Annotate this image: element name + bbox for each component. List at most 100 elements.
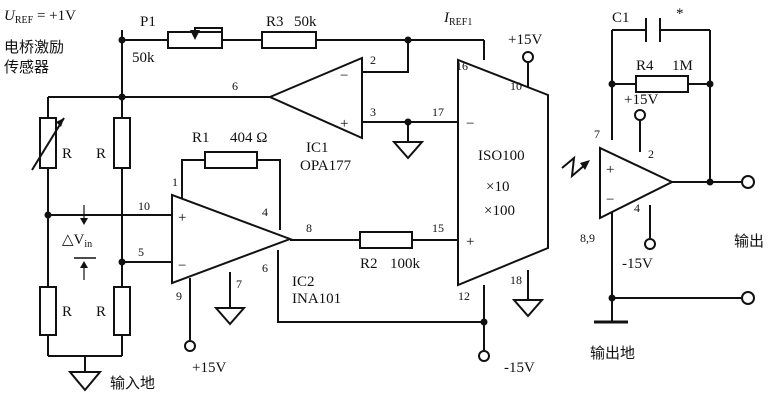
pin-number: 6 (232, 79, 238, 93)
ic2-ina101 (171, 193, 293, 285)
junction-dots (44, 36, 714, 326)
ina-plus15: +15V (192, 360, 226, 376)
iso100-amplifier (457, 58, 549, 287)
pin-number: 6 (262, 261, 268, 275)
r4-resistor (635, 75, 689, 93)
out-plus15: +15V (624, 92, 658, 108)
iso-plus15: +15V (508, 32, 542, 48)
r1-label: R1 (192, 130, 210, 146)
bridge-resistor-bottom-left (39, 286, 57, 336)
output-ground-label: 输出地 (590, 344, 635, 362)
p1-label: P1 (140, 14, 156, 30)
plus15-terminal (522, 51, 534, 63)
arrow-down-icon (80, 218, 88, 225)
ic1-name: IC1 (306, 140, 329, 156)
wiper-arrow-icon (190, 30, 200, 40)
output-ground-terminal (741, 291, 755, 305)
r1-value: 404 Ω (230, 130, 267, 146)
bridge-r2: R (96, 146, 106, 162)
bridge-label-line1: 电桥激励 (4, 38, 64, 56)
plus15-terminal (184, 340, 196, 352)
input-ground-icon (67, 371, 103, 392)
ic1-plus: + (340, 116, 348, 132)
pin-number: 4 (634, 201, 640, 215)
out-opamp-plus: + (606, 162, 614, 178)
c1-mark: * (676, 6, 684, 22)
r2-resistor (359, 231, 413, 249)
pin-number: 16 (456, 59, 468, 73)
uref-label: UREF = +1V (4, 8, 76, 26)
pin-number: 1 (172, 175, 178, 189)
pin-number: 8 (306, 221, 312, 235)
pin-number: 4 (262, 205, 268, 219)
ic2-name: IC2 (292, 274, 315, 290)
pin-number: 9 (176, 289, 182, 303)
pin-number: 10 (510, 79, 522, 93)
iso-gain2: ×100 (484, 203, 515, 219)
out-minus15: -15V (622, 256, 653, 272)
p1-value: 50k (132, 50, 155, 66)
output-label: 输出 (734, 232, 764, 250)
pin-number: 7 (236, 277, 242, 291)
ground-symbols (67, 141, 545, 392)
delta-v-label: △Vin (62, 232, 92, 250)
minus15-terminal (644, 238, 656, 250)
pin-number: 8,9 (580, 231, 595, 245)
ground-icon (391, 141, 425, 160)
r1-resistor (204, 151, 258, 169)
iso-minus15: -15V (504, 360, 535, 376)
pin-number: 10 (138, 199, 150, 213)
pin-number: 3 (370, 105, 376, 119)
bridge-r3: R (62, 304, 72, 320)
iso-name: ISO100 (478, 148, 525, 164)
output-opamp (599, 146, 675, 220)
terminals (184, 51, 755, 362)
variable-arrow-icon (56, 118, 64, 127)
r2-label: R2 (360, 256, 378, 272)
pin-number: 2 (370, 53, 376, 67)
ic2-minus: − (178, 258, 186, 274)
r3-label: R3 (266, 14, 284, 30)
iso-gain1: ×10 (486, 179, 509, 195)
out-opamp-minus: − (606, 192, 614, 208)
plus15-terminal (634, 109, 646, 121)
resistors (31, 30, 689, 336)
pin-number: 15 (432, 221, 444, 235)
r3-resistor (261, 31, 317, 49)
input-ground-label: 输入地 (110, 374, 155, 392)
bridge-r1: R (62, 146, 72, 162)
ground-icon (213, 307, 247, 326)
pin-number: 18 (510, 273, 522, 287)
labels: UREF = +1V 电桥激励 传感器 P1 50k R3 50k IREF1 … (4, 6, 764, 392)
c1-capacitor (640, 18, 668, 42)
r2-value: 100k (390, 256, 421, 272)
optical-link-icon (561, 155, 590, 179)
bridge-r4: R (96, 304, 106, 320)
r3-value: 50k (294, 14, 317, 30)
r4-value: 1M (672, 58, 693, 74)
bridge-label-line2: 传感器 (4, 58, 49, 76)
bridge-resistor-top-right (113, 117, 131, 169)
pin-numbers: 2 3 6 16 17 10 15 18 12 1 4 10 5 6 8 7 9… (138, 53, 654, 303)
ground-icon (511, 299, 545, 318)
ic2-plus: + (178, 210, 186, 226)
arrow-up-icon (80, 261, 88, 268)
minus15-terminal (478, 350, 490, 362)
ic1-opamp (267, 56, 363, 140)
ic1-minus: − (340, 68, 348, 84)
output-terminal (741, 175, 755, 189)
ic1-part: OPA177 (300, 158, 352, 174)
c1-label: C1 (612, 10, 630, 26)
pin-number: 5 (138, 245, 144, 259)
pin-number: 12 (458, 289, 470, 303)
iso-minus: − (466, 116, 474, 132)
bridge-resistor-bottom-right (113, 286, 131, 336)
pin-number: 17 (432, 105, 444, 119)
pin-number: 7 (594, 127, 600, 141)
ic2-part: INA101 (292, 291, 341, 307)
iso-plus: + (466, 234, 474, 250)
pin-number: 2 (648, 147, 654, 161)
r4-label: R4 (636, 58, 654, 74)
iref-label: IREF1 (443, 10, 472, 28)
